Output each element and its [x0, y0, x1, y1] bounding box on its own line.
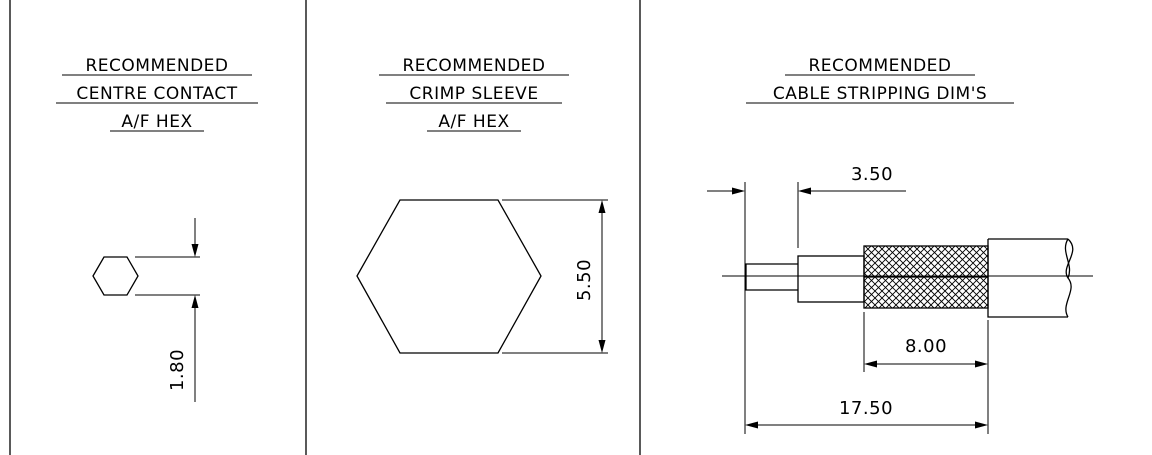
panel-3-title-line-1: RECOMMENDED — [808, 56, 951, 76]
crimp-sleeve-hex — [356, 199, 542, 354]
panel-1-title-line-3: A/F HEX — [121, 112, 192, 132]
dim-overall-length: 17.50 — [839, 398, 893, 419]
dim-pin-length: 3.50 — [851, 164, 893, 185]
panel-1-title: RECOMMENDED CENTRE CONTACT A/F HEX — [56, 56, 258, 132]
panel-cable-stripping: RECOMMENDED CABLE STRIPPING DIM'S — [707, 56, 1093, 434]
dim-braid-length: 8.00 — [905, 336, 947, 357]
panel-1-title-line-2: CENTRE CONTACT — [76, 84, 237, 104]
panel-crimp-sleeve: RECOMMENDED CRIMP SLEEVE A/F HEX 5.50 — [356, 56, 608, 354]
cable-body — [722, 238, 1093, 318]
panel-1-title-line-1: RECOMMENDED — [85, 56, 228, 76]
panel-2-title-line-1: RECOMMENDED — [402, 56, 545, 76]
panel-frame — [9, 0, 641, 455]
panel-centre-contact: RECOMMENDED CENTRE CONTACT A/F HEX 1.80 — [56, 56, 258, 402]
panel-2-title-line-2: CRIMP SLEEVE — [409, 84, 538, 104]
centre-contact-hex — [92, 256, 139, 296]
panel-2-title-line-3: A/F HEX — [438, 112, 509, 132]
dim-crimp-sleeve: 5.50 — [574, 259, 595, 301]
panel-3-title-line-2: CABLE STRIPPING DIM'S — [773, 84, 987, 104]
panel-2-title: RECOMMENDED CRIMP SLEEVE A/F HEX — [379, 56, 569, 132]
panel-3-title: RECOMMENDED CABLE STRIPPING DIM'S — [746, 56, 1014, 104]
dim-centre-contact: 1.80 — [167, 349, 188, 391]
